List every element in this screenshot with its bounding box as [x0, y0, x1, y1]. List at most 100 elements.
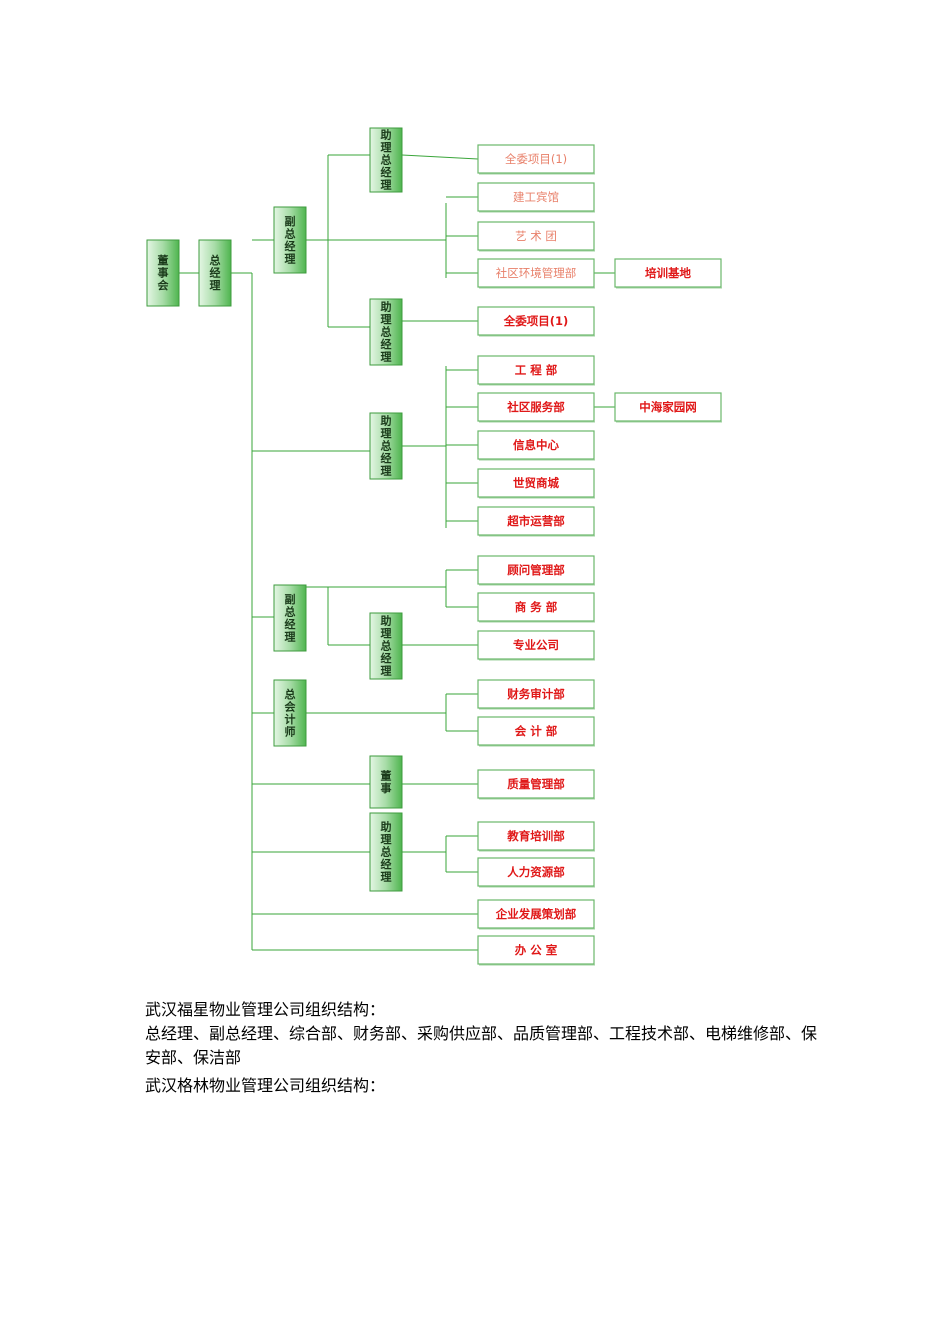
node-board: 董事会	[146, 239, 180, 307]
leaf-zhonghai-net-label: 中海家园网	[639, 400, 697, 414]
leaf-agm3-3-label: 世贸商城	[513, 476, 559, 490]
leaf-gm-direct-0: 企业发展策划部	[477, 899, 595, 930]
node-board-box	[146, 239, 180, 307]
node-agm-2-box	[369, 298, 403, 366]
leaf-vp1-1-label: 艺 术 团	[515, 229, 557, 243]
node-agm-2-label: 助理总经理	[381, 300, 392, 364]
leaf-gm-direct-0-box	[477, 899, 595, 929]
node-agm-1: 助理总经理	[369, 127, 403, 193]
leaf-cfo-1: 会 计 部	[477, 716, 595, 747]
node-chief-accountant-box	[273, 679, 307, 747]
leaf-agm3-1-box	[477, 392, 595, 422]
node-agm-1-label: 助理总经理	[381, 128, 392, 192]
leaf-agm3-2-box	[477, 430, 595, 460]
leaf-cfo-0-box	[477, 679, 595, 709]
node-vp-2: 副总经理	[273, 584, 307, 652]
leaf-quality-dept: 质量管理部	[477, 769, 595, 800]
leaf-agm1-project: 全委项目(1)	[477, 144, 595, 175]
leaf-agm2-project-box	[477, 306, 595, 336]
node-agm-5-label: 助理总经理	[381, 820, 392, 884]
leaf-vp1-1: 艺 术 团	[477, 221, 595, 252]
node-agm-4-label: 助理总经理	[381, 614, 392, 678]
node-agm-4: 助理总经理	[369, 612, 403, 680]
node-director-box	[369, 755, 403, 809]
leaf-zhonghai-net: 中海家园网	[614, 392, 722, 423]
node-agm-3: 助理总经理	[369, 412, 403, 480]
leaf-quality-dept-box	[477, 769, 595, 799]
leaf-training-base-box	[614, 258, 722, 288]
leaf-agm5-1: 人力资源部	[477, 857, 595, 888]
leaf-agm5-1-box	[477, 857, 595, 887]
node-agm-5: 助理总经理	[369, 812, 403, 892]
leaf-agm5-0-box	[477, 821, 595, 851]
leaf-cfo-1-label: 会 计 部	[514, 724, 558, 738]
node-vp-1-box	[273, 206, 307, 274]
leaf-agm3-2-label: 信息中心	[513, 438, 559, 452]
node-board-label: 董事会	[158, 253, 170, 292]
node-agm-1-box	[369, 127, 403, 193]
leaf-agm3-3-box	[477, 468, 595, 498]
leaf-vp2-0-label: 顾问管理部	[507, 563, 565, 577]
text-heading-gelin: 武汉格林物业管理公司组织结构：	[145, 1076, 386, 1095]
text-heading-fuxing: 武汉福星物业管理公司组织结构：	[145, 1000, 386, 1019]
node-chief-accountant: 总会计师	[273, 679, 307, 747]
leaf-vp1-0-label: 建工宾馆	[513, 190, 559, 204]
leaf-vp1-0: 建工宾馆	[477, 182, 595, 213]
leaf-vp2-0-box	[477, 555, 595, 585]
leaf-agm4-company-label: 专业公司	[513, 638, 559, 652]
node-agm-2: 助理总经理	[369, 298, 403, 366]
leaf-agm5-0-label: 教育培训部	[506, 829, 565, 843]
leaf-vp2-0: 顾问管理部	[477, 555, 595, 586]
leaf-training-base: 培训基地	[614, 258, 722, 289]
text-fuxing-structure: 总经理、副总经理、综合部、财务部、采购供应部、品质管理部、工程技术部、电梯维修部…	[145, 1024, 818, 1067]
leaf-agm3-4-label: 超市运营部	[506, 514, 565, 528]
leaf-agm3-0-label: 工 程 部	[515, 363, 558, 377]
node-agm-3-box	[369, 412, 403, 480]
leaf-agm2-project-label: 全委项目(1)	[503, 314, 569, 328]
leaf-zhonghai-net-box	[614, 392, 722, 422]
leaf-gm-direct-1-box	[477, 935, 595, 965]
node-chief-accountant-label: 总会计师	[285, 687, 297, 739]
leaf-vp2-1: 商 务 部	[477, 592, 595, 623]
leaf-vp1-1-box	[477, 221, 595, 251]
leaf-vp1-2-label: 社区环境管理部	[496, 266, 577, 280]
leaf-cfo-0-label: 财务审计部	[506, 687, 565, 701]
leaf-agm2-project: 全委项目(1)	[477, 306, 595, 337]
node-vp-1-label: 副总经理	[285, 214, 296, 266]
leaf-agm3-4-box	[477, 506, 595, 536]
leaf-agm3-0: 工 程 部	[477, 355, 595, 386]
leaf-agm3-4: 超市运营部	[477, 506, 595, 537]
leaf-vp1-2-box	[477, 258, 595, 288]
node-agm-4-box	[369, 612, 403, 680]
leaf-vp1-2: 社区环境管理部	[477, 258, 595, 289]
leaf-vp2-1-box	[477, 592, 595, 622]
org-chart: 董事会总经理副总经理助理总经理助理总经理助理总经理副总经理助理总经理总会计师董事…	[146, 127, 722, 966]
connector-agm1-child	[401, 154, 479, 160]
leaf-agm4-company-box	[477, 630, 595, 660]
node-vp-2-label: 副总经理	[285, 592, 296, 644]
leaf-cfo-1-box	[477, 716, 595, 746]
leaf-agm3-0-box	[477, 355, 595, 385]
node-vp-2-box	[273, 584, 307, 652]
leaf-gm-direct-1: 办 公 室	[477, 935, 595, 966]
node-vp-1: 副总经理	[273, 206, 307, 274]
node-general-manager: 总经理	[198, 239, 232, 307]
leaf-quality-dept-label: 质量管理部	[507, 777, 565, 791]
leaf-training-base-label: 培训基地	[645, 266, 691, 280]
node-general-manager-label: 总经理	[210, 253, 221, 292]
leaf-vp1-0-box	[477, 182, 595, 212]
node-agm-5-box	[369, 812, 403, 892]
leaf-gm-direct-0-label: 企业发展策划部	[495, 907, 577, 921]
leaf-agm4-company: 专业公司	[477, 630, 595, 661]
leaf-gm-direct-1-label: 办 公 室	[515, 943, 558, 957]
leaf-vp2-1-label: 商 务 部	[515, 600, 558, 614]
leaf-agm1-project-box	[477, 144, 595, 174]
node-general-manager-box	[198, 239, 232, 307]
leaf-agm3-1-label: 社区服务部	[506, 400, 565, 414]
leaf-agm3-2: 信息中心	[477, 430, 595, 461]
node-director: 董事	[369, 755, 403, 809]
leaf-agm5-0: 教育培训部	[477, 821, 595, 852]
leaf-agm3-3: 世贸商城	[477, 468, 595, 499]
leaf-cfo-0: 财务审计部	[477, 679, 595, 710]
node-director-label: 董事	[381, 768, 392, 795]
